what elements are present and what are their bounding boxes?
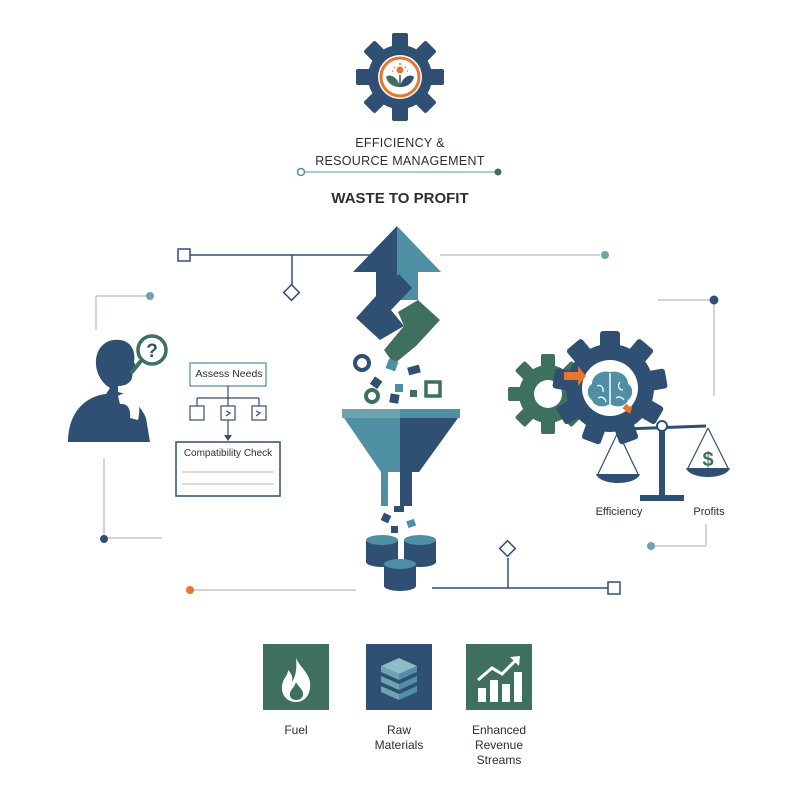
title-divider (296, 167, 502, 177)
output-tile-revenue (466, 644, 532, 710)
dollar-sign: $ (702, 449, 713, 471)
caption-line: Streams (476, 753, 522, 767)
brain-icon (587, 371, 633, 407)
subtitle: WASTE TO PROFIT (331, 190, 469, 207)
assessment-flowchart (175, 362, 281, 497)
output-tile-raw-materials (366, 644, 432, 710)
thinking-person-icon (68, 339, 150, 442)
caption-line: Enhanced (471, 723, 527, 737)
compatibility-check-label: Compatibility Check (183, 448, 273, 459)
recycling-arrow-icon (353, 226, 441, 364)
revenue-caption: Enhanced Revenue Streams (444, 723, 554, 768)
layers-icon (381, 658, 417, 700)
assess-needs-label: Assess Needs (195, 368, 263, 380)
orange-arrow-icons (564, 366, 633, 414)
output-tile-fuel (263, 644, 329, 710)
caption-line: Fuel (284, 723, 308, 737)
raw-materials-caption: Raw Materials (344, 723, 454, 753)
fuel-caption: Fuel (241, 723, 351, 738)
connector-lines (95, 254, 715, 591)
title-line-2: RESOURCE MANAGEMENT (315, 154, 485, 168)
question-mark: ? (146, 341, 158, 362)
caption-line: Materials (374, 738, 424, 752)
profits-label: Profits (693, 506, 725, 518)
leaf-gear-logo-icon (356, 33, 444, 121)
caption-line: Revenue (474, 738, 524, 752)
efficiency-label: Efficiency (595, 506, 643, 518)
title-line-1: EFFICIENCY & (355, 136, 445, 150)
storage-cylinders-icon (366, 535, 436, 591)
connector-nodes (100, 248, 719, 595)
caption-line: Raw (386, 723, 411, 737)
balance-scale-icon: $ (595, 420, 730, 501)
flame-icon (281, 658, 311, 702)
funnel-icon (342, 409, 460, 533)
waste-debris-icon (353, 354, 442, 404)
growth-chart-icon (477, 656, 522, 702)
question-magnifier-icon: ? (130, 334, 168, 374)
title-block: EFFICIENCY & RESOURCE MANAGEMENT (250, 134, 550, 170)
